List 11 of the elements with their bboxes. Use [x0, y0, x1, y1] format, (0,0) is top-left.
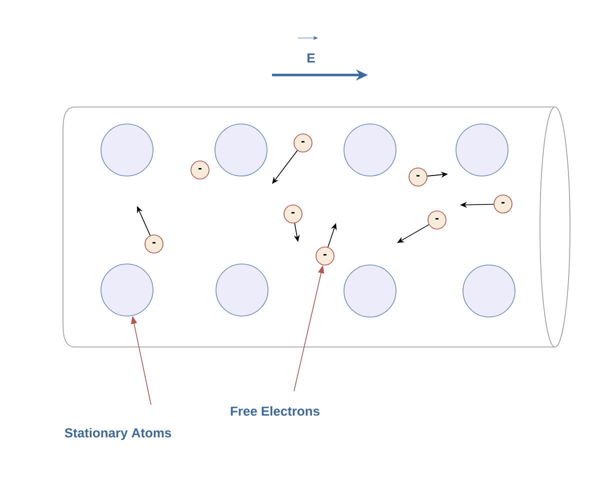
atom-circle [214, 124, 268, 176]
atom-circle [462, 264, 516, 318]
atom-circle [100, 124, 154, 176]
atom-circle [456, 124, 508, 176]
atom-circle [344, 124, 396, 176]
wire-cylinder [62, 106, 570, 348]
label-text: Free Electrons [230, 406, 320, 416]
label-text: Stationary Atoms [64, 428, 172, 440]
atom-circle [344, 264, 396, 318]
atom-circle [216, 264, 268, 316]
atom-circle [100, 264, 154, 316]
